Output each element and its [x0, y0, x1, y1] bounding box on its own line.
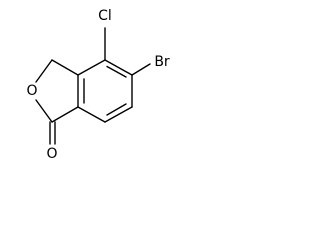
bond-c7-c7a	[77, 106, 106, 123]
bond-c3a-c4	[77, 59, 106, 76]
bond-c3a-c3	[51, 59, 79, 76]
bond-o-c1	[35, 99, 53, 123]
carbonyl-oxygen-label: O	[46, 146, 57, 162]
ring-oxygen-label: O	[26, 83, 37, 99]
benzene-ring	[77, 59, 133, 123]
bond-c1-c7a	[51, 106, 79, 123]
bond-c3-o	[35, 59, 53, 83]
bond-c6-c7	[104, 106, 133, 123]
double-bond-c4-c5	[106, 65, 127, 78]
double-bond-c6-c7	[106, 103, 127, 116]
chemical-structure: Cl Br O O	[26, 8, 170, 162]
bond-c4-c5	[104, 59, 133, 76]
lactone-ring	[35, 59, 79, 145]
bromine-label: Br	[154, 54, 170, 70]
chlorine-label: Cl	[98, 8, 112, 24]
bond-c5-br	[131, 63, 151, 76]
